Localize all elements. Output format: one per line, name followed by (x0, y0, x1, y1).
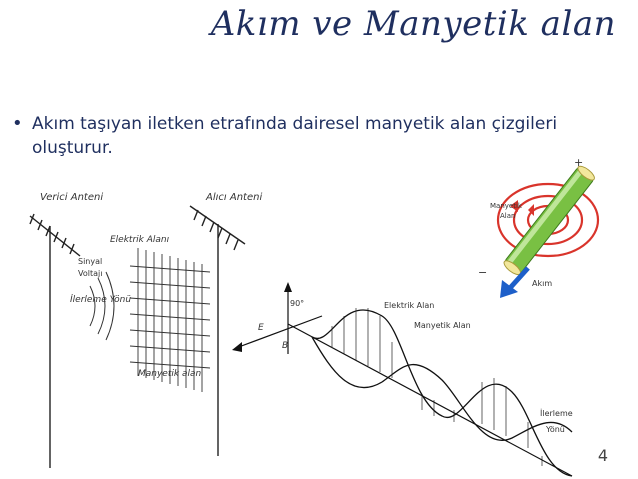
propagation-label: İlerleme Yönü (70, 294, 131, 305)
magnetic-field-label: Manyetik Alan (414, 321, 471, 330)
magnetic-wave (311, 336, 573, 441)
page-number: 4 (597, 446, 608, 465)
magnetic-field-label: Manyetik (490, 202, 523, 210)
signal-voltage-label-2: Voltajı (78, 269, 102, 278)
e-axis-label: E (258, 323, 264, 333)
wave-axes (235, 286, 573, 477)
conductor-rod (503, 165, 595, 276)
em-wave-figure: 90° E B Elektrik Alan Man (232, 282, 573, 477)
current-arrow (508, 266, 530, 290)
electric-field-label: Elektrik Alanı (110, 235, 170, 245)
antenna-figure: Verici Anteni Alıcı Anteni (29, 192, 262, 468)
bullet-item: • Akım taşıyan iletken etrafında dairese… (12, 112, 592, 160)
electric-field-label: Elektrik Alan (384, 301, 434, 310)
plus-label: + (574, 156, 583, 169)
bullet-text: Akım taşıyan iletken etrafında dairesel … (32, 114, 558, 158)
field-ring (512, 194, 584, 246)
bullet-dot-icon: • (12, 113, 23, 134)
conductor-magnetic-field-figure: + − Manyetik Alan Akım (478, 156, 600, 298)
axis-arrow-icon (232, 342, 242, 352)
current-arrow-icon (500, 280, 518, 298)
signal-voltage-label: Sinyal (78, 257, 102, 266)
minus-label: − (478, 266, 487, 279)
direction-label-2: Yönü (545, 425, 565, 434)
slide-title: Akım ve Manyetik alan (210, 4, 616, 44)
receiver-antenna (189, 205, 246, 456)
direction-label: İlerleme (540, 408, 573, 418)
field-vectors (331, 308, 543, 466)
current-label: Akım (532, 279, 552, 288)
transmitter-antenna (29, 213, 81, 468)
electric-wave (311, 309, 573, 477)
magnetic-field-label: Manyetik alan (138, 369, 201, 379)
field-grid (129, 248, 211, 392)
field-arrow-icon (528, 204, 534, 216)
receiver-label: Alıcı Anteni (205, 192, 262, 203)
b-axis-label: B (282, 341, 288, 351)
magnetic-field-label-2: Alan (500, 212, 515, 220)
transmitter-label: Verici Anteni (40, 192, 103, 203)
wavefront-arcs (89, 271, 115, 341)
axis-arrow-icon (284, 282, 292, 292)
field-arrow-icon (510, 200, 518, 212)
angle-label: 90° (290, 299, 304, 308)
field-ring (496, 182, 600, 258)
